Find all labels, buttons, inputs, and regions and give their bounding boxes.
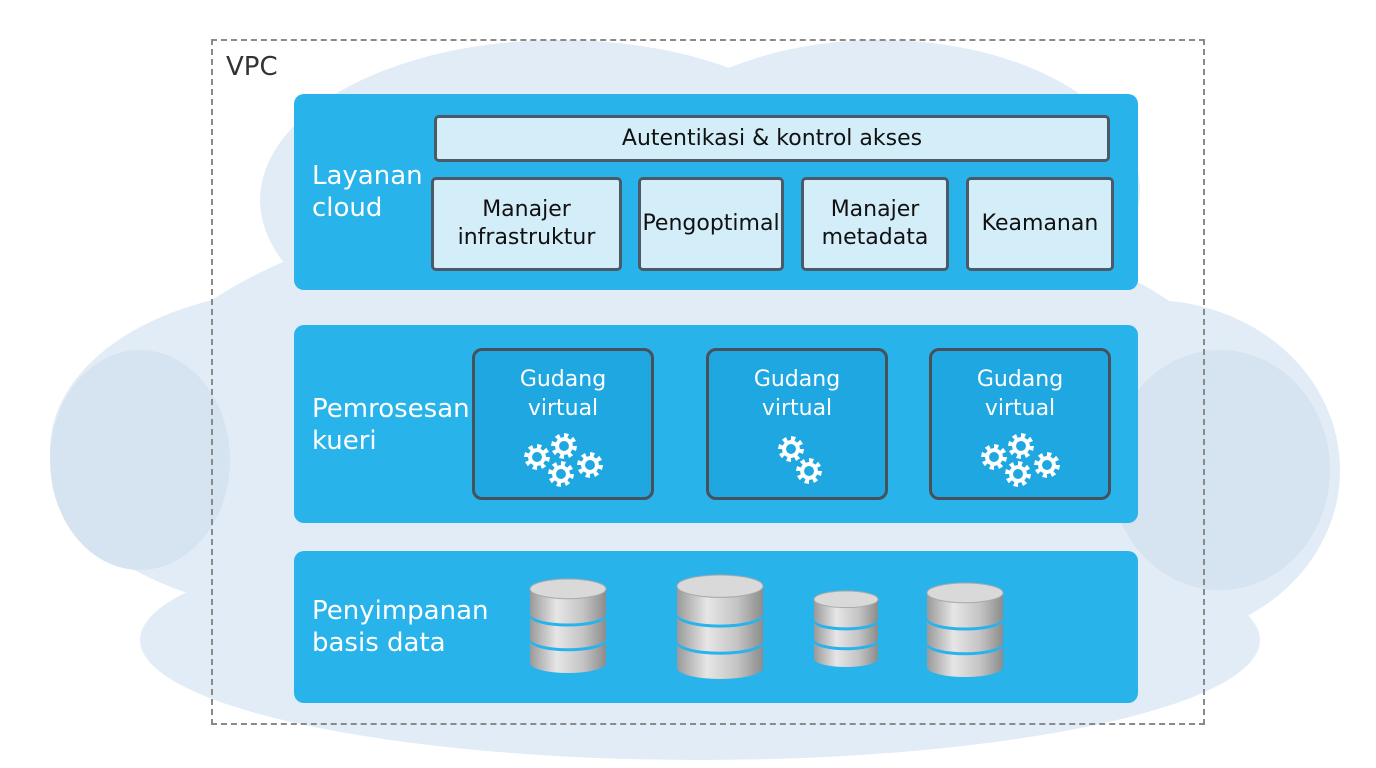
virtual-warehouse-1: Gudang virtual xyxy=(472,348,654,500)
optimizer-box: Pengoptimal xyxy=(638,177,784,271)
vpc-boundary xyxy=(211,39,1205,725)
virtual-warehouse-2: Gudang virtual xyxy=(706,348,888,500)
query-processing-label: Pemrosesan kueri xyxy=(312,394,470,456)
database-storage-label: Penyimpanan basis data xyxy=(312,596,489,658)
gears-icon xyxy=(524,433,603,487)
gears-icon xyxy=(981,433,1060,487)
virtual-warehouse-3: Gudang virtual xyxy=(929,348,1111,500)
cloud-services-label: Layanan cloud xyxy=(312,161,423,223)
vpc-label: VPC xyxy=(226,52,278,82)
security-box: Keamanan xyxy=(966,177,1114,271)
database-icon-2 xyxy=(676,574,764,679)
gears-icon xyxy=(778,436,822,484)
database-icon-1 xyxy=(529,578,607,673)
database-icon-3 xyxy=(813,590,879,667)
auth-access-control-box: Autentikasi & kontrol akses xyxy=(434,115,1110,162)
database-icon-4 xyxy=(926,582,1004,677)
